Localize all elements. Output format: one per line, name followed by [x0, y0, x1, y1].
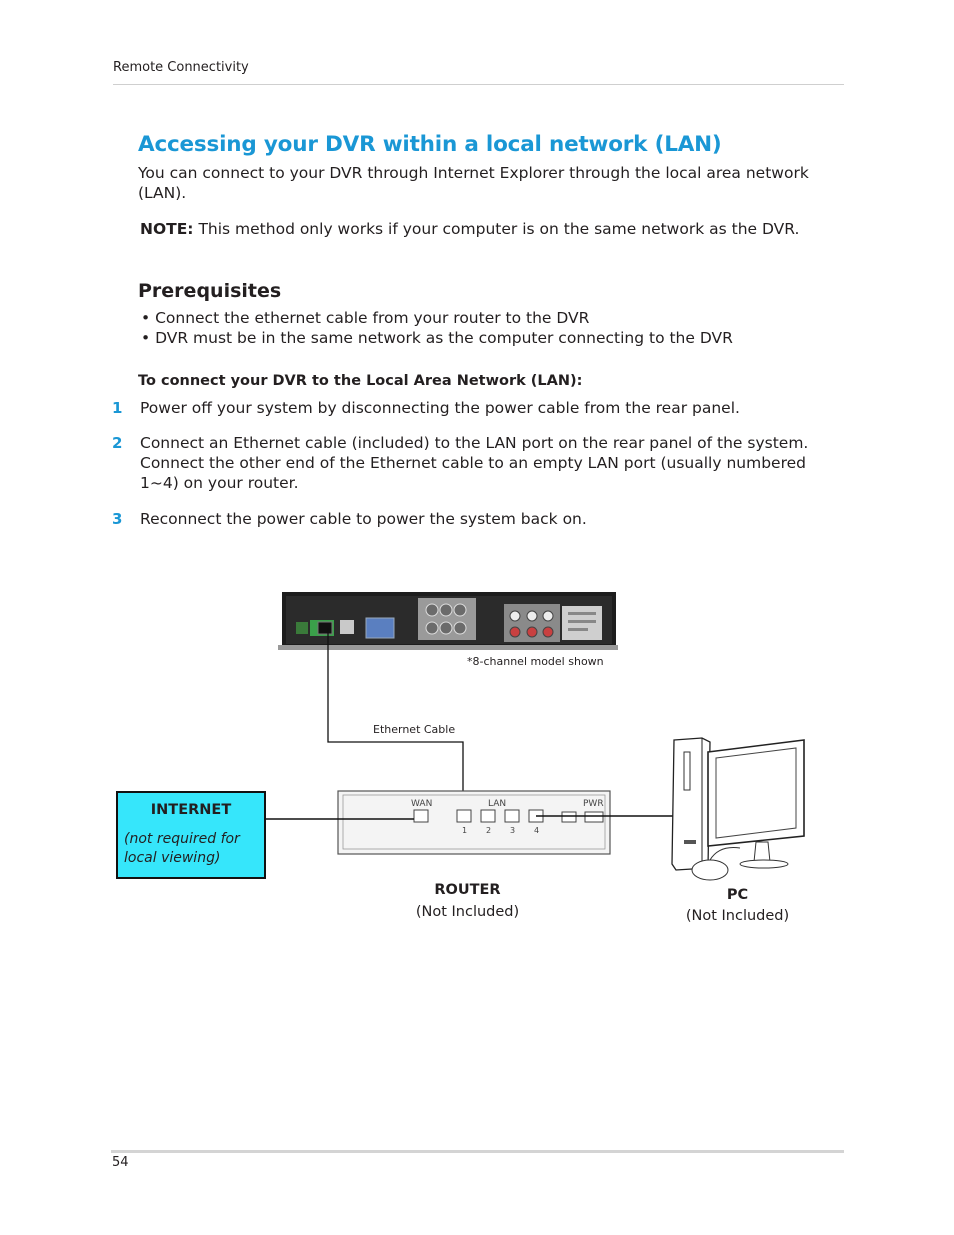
router-port-3-label: 3 — [510, 826, 515, 835]
prerequisites-heading: Prerequisites — [138, 280, 282, 302]
router-port-4-label: 4 — [534, 826, 539, 835]
note-paragraph: NOTE: This method only works if your com… — [140, 219, 799, 239]
step-text: Reconnect the power cable to power the s… — [140, 510, 587, 528]
pc-title: PC — [726, 887, 749, 903]
prerequisites-list: • Connect the ethernet cable from your r… — [141, 308, 733, 348]
router-subtitle: (Not Included) — [415, 904, 520, 920]
router-caption: ROUTER (Not Included) — [410, 882, 525, 920]
section-title: Accessing your DVR within a local networ… — [138, 132, 722, 157]
internet-box: INTERNET (not required for local viewing… — [116, 791, 266, 879]
router-port-1-label: 1 — [462, 826, 467, 835]
note-text: This method only works if your computer … — [193, 220, 800, 238]
prerequisite-item: • DVR must be in the same network as the… — [141, 329, 733, 347]
router-pwr-label: PWR — [583, 799, 604, 809]
note-label: NOTE: — [140, 220, 194, 238]
ethernet-cable-label: Ethernet Cable — [373, 723, 456, 736]
internet-note: (not required for local viewing) — [124, 831, 240, 866]
page-number: 54 — [112, 1155, 129, 1170]
router-illustration — [337, 790, 611, 855]
intro-paragraph: You can connect to your DVR through Inte… — [138, 164, 809, 202]
prerequisite-item: • Connect the ethernet cable from your r… — [141, 309, 590, 327]
step-number: 2 — [112, 434, 123, 452]
dvr-rear-panel-illustration — [278, 592, 618, 650]
pc-caption: PC (Not Included) — [675, 887, 800, 924]
step-number: 3 — [112, 510, 123, 528]
running-header: Remote Connectivity — [113, 60, 249, 75]
router-title: ROUTER — [434, 882, 501, 898]
pc-illustration — [671, 737, 805, 881]
internet-title: INTERNET — [150, 802, 232, 818]
step-text: Power off your system by disconnecting t… — [140, 399, 740, 417]
step-number: 1 — [112, 399, 123, 417]
router-lan-label: LAN — [488, 799, 506, 809]
step-text: Connect an Ethernet cable (included) to … — [140, 434, 809, 492]
router-port-2-label: 2 — [486, 826, 491, 835]
pc-subtitle: (Not Included) — [685, 908, 790, 924]
header-rule — [113, 84, 844, 85]
footer-rule — [111, 1150, 844, 1153]
model-note: *8-channel model shown — [467, 655, 604, 668]
router-wan-label: WAN — [411, 799, 432, 809]
ethernet-cable-line — [327, 628, 464, 815]
procedure-heading: To connect your DVR to the Local Area Ne… — [138, 373, 583, 389]
